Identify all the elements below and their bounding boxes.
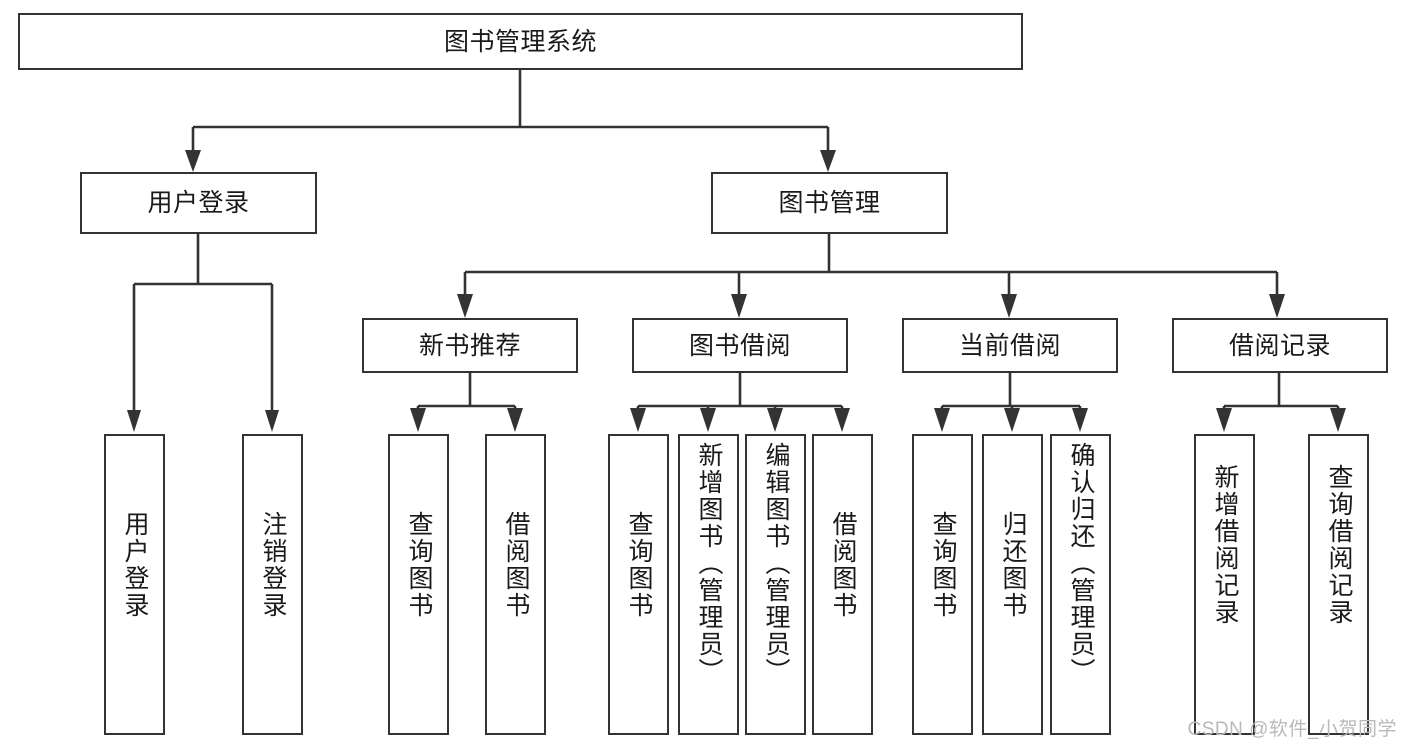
arrow-leaf-logout	[265, 410, 279, 432]
arrow-leaf-edit-book	[767, 408, 783, 432]
arrow-leaf-query-book-2	[630, 408, 646, 432]
arrow-current-borrow	[1001, 294, 1017, 318]
arrow-leaf-add-book	[700, 408, 716, 432]
node-leaf-query-book-3[interactable]: 查询图书	[912, 434, 973, 735]
node-leaf-logout-label: 注销登录	[259, 511, 287, 619]
arrow-leaf-query-record	[1330, 408, 1346, 432]
arrow-book-borrow	[731, 294, 747, 318]
arrow-leaf-borrow-book-2	[834, 408, 850, 432]
node-leaf-query-book-3-label: 查询图书	[929, 511, 957, 619]
node-user-login[interactable]: 用户登录	[80, 172, 317, 234]
node-book-manage[interactable]: 图书管理	[711, 172, 948, 234]
node-leaf-query-record-label: 查询借阅记录	[1325, 464, 1353, 626]
node-leaf-query-record[interactable]: 查询借阅记录	[1308, 434, 1369, 735]
node-new-book-recommend-label: 新书推荐	[418, 331, 521, 360]
node-leaf-return-book[interactable]: 归还图书	[982, 434, 1043, 735]
node-borrow-record[interactable]: 借阅记录	[1172, 318, 1388, 373]
arrow-leaf-add-record	[1216, 408, 1232, 432]
node-new-book-recommend[interactable]: 新书推荐	[362, 318, 578, 373]
node-leaf-borrow-book-1[interactable]: 借阅图书	[485, 434, 546, 735]
node-leaf-confirm-return-label: 确认归还（管理员）	[1067, 442, 1095, 685]
node-leaf-add-book-label: 新增图书（管理员）	[695, 442, 723, 685]
arrow-book-manage	[820, 150, 836, 172]
node-book-borrow[interactable]: 图书借阅	[632, 318, 848, 373]
node-leaf-query-book-2[interactable]: 查询图书	[608, 434, 669, 735]
node-leaf-query-book-1[interactable]: 查询图书	[388, 434, 449, 735]
node-current-borrow[interactable]: 当前借阅	[902, 318, 1118, 373]
node-leaf-return-book-label: 归还图书	[999, 511, 1027, 619]
node-leaf-add-record[interactable]: 新增借阅记录	[1194, 434, 1255, 735]
node-leaf-edit-book[interactable]: 编辑图书（管理员）	[745, 434, 806, 735]
arrow-leaf-user-login	[127, 410, 141, 432]
node-user-login-label: 用户登录	[147, 189, 250, 217]
csdn-watermark: CSDN @软件_小贺同学	[1187, 719, 1397, 740]
node-root-label: 图书管理系统	[443, 27, 597, 56]
node-leaf-add-record-label: 新增借阅记录	[1211, 464, 1239, 626]
node-leaf-user-login[interactable]: 用户登录	[104, 434, 165, 735]
node-leaf-confirm-return[interactable]: 确认归还（管理员）	[1050, 434, 1111, 735]
node-book-borrow-label: 图书借阅	[688, 331, 791, 360]
arrow-leaf-confirm-return	[1072, 408, 1088, 432]
node-leaf-borrow-book-2-label: 借阅图书	[829, 511, 857, 619]
node-leaf-query-book-2-label: 查询图书	[625, 511, 653, 619]
node-leaf-user-login-label: 用户登录	[121, 511, 149, 619]
node-current-borrow-label: 当前借阅	[958, 331, 1061, 360]
node-leaf-borrow-book-1-label: 借阅图书	[502, 511, 530, 619]
node-root[interactable]: 图书管理系统	[18, 13, 1023, 70]
arrow-user-login	[185, 150, 201, 172]
node-leaf-add-book[interactable]: 新增图书（管理员）	[678, 434, 739, 735]
node-borrow-record-label: 借阅记录	[1228, 331, 1331, 360]
node-leaf-logout[interactable]: 注销登录	[242, 434, 303, 735]
node-book-manage-label: 图书管理	[778, 189, 881, 217]
node-leaf-edit-book-label: 编辑图书（管理员）	[762, 442, 790, 685]
node-leaf-query-book-1-label: 查询图书	[405, 511, 433, 619]
arrow-leaf-return-book	[1004, 408, 1020, 432]
arrow-new-book-recommend	[457, 294, 473, 318]
arrow-borrow-record	[1269, 294, 1285, 318]
node-leaf-borrow-book-2[interactable]: 借阅图书	[812, 434, 873, 735]
arrow-leaf-borrow-book-1	[507, 408, 523, 432]
arrow-leaf-query-book-3	[934, 408, 950, 432]
arrow-leaf-query-book-1	[410, 408, 426, 432]
